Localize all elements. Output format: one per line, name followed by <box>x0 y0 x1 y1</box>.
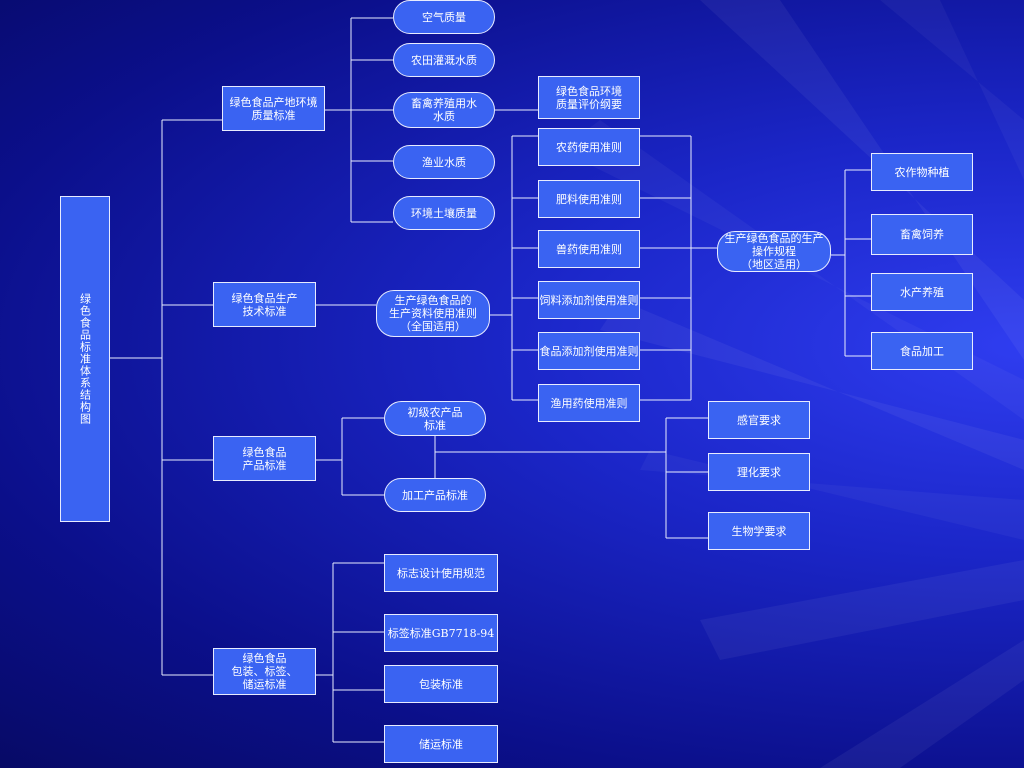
operation-item-aquaculture: 水产养殖 <box>871 273 973 311</box>
operation-item-crops: 农作物种植 <box>871 153 973 191</box>
operation-rule-node: 生产绿色食品的生产 操作规程 （地区适用） <box>717 231 831 272</box>
env-item-air: 空气质量 <box>393 0 495 34</box>
requirement-item-sensory: 感官要求 <box>708 401 810 439</box>
product-item-processed: 加工产品标准 <box>384 478 486 512</box>
materials-rule-node: 生产绿色食品的 生产资料使用准则 （全国适用） <box>376 290 490 337</box>
packaging-item-package: 包装标准 <box>384 665 498 703</box>
product-standard-node: 绿色食品 产品标准 <box>213 436 316 481</box>
material-item-feed-additive: 饲料添加剂使用准则 <box>538 281 640 319</box>
packaging-item-label: 标签标准GB7718-94 <box>384 614 498 652</box>
requirement-item-biological: 生物学要求 <box>708 512 810 550</box>
material-item-fishery-drug: 渔用药使用准则 <box>538 384 640 422</box>
packaging-item-logo: 标志设计使用规范 <box>384 554 498 592</box>
packaging-item-storage: 储运标准 <box>384 725 498 763</box>
env-item-soil: 环境土壤质量 <box>393 196 495 230</box>
env-outline-node: 绿色食品环境 质量评价纲要 <box>538 76 640 119</box>
env-item-livestock-water: 畜禽养殖用水 水质 <box>393 92 495 128</box>
material-item-veterinary: 兽药使用准则 <box>538 230 640 268</box>
requirement-item-physchem: 理化要求 <box>708 453 810 491</box>
env-item-irrigation-water: 农田灌溉水质 <box>393 43 495 77</box>
operation-item-food-processing: 食品加工 <box>871 332 973 370</box>
packaging-standard-node: 绿色食品 包装、标签、 储运标准 <box>213 648 316 695</box>
env-standard-node: 绿色食品产地环境 质量标准 <box>222 86 325 131</box>
material-item-pesticide: 农药使用准则 <box>538 128 640 166</box>
root-node: 绿色食品标准体系结构图 <box>60 196 110 522</box>
product-item-primary: 初级农产品 标准 <box>384 401 486 436</box>
material-item-fertilizer: 肥料使用准则 <box>538 180 640 218</box>
tech-standard-node: 绿色食品生产 技术标准 <box>213 282 316 327</box>
material-item-food-additive: 食品添加剂使用准则 <box>538 332 640 370</box>
env-item-fishery-water: 渔业水质 <box>393 145 495 179</box>
operation-item-livestock: 畜禽饲养 <box>871 214 973 255</box>
